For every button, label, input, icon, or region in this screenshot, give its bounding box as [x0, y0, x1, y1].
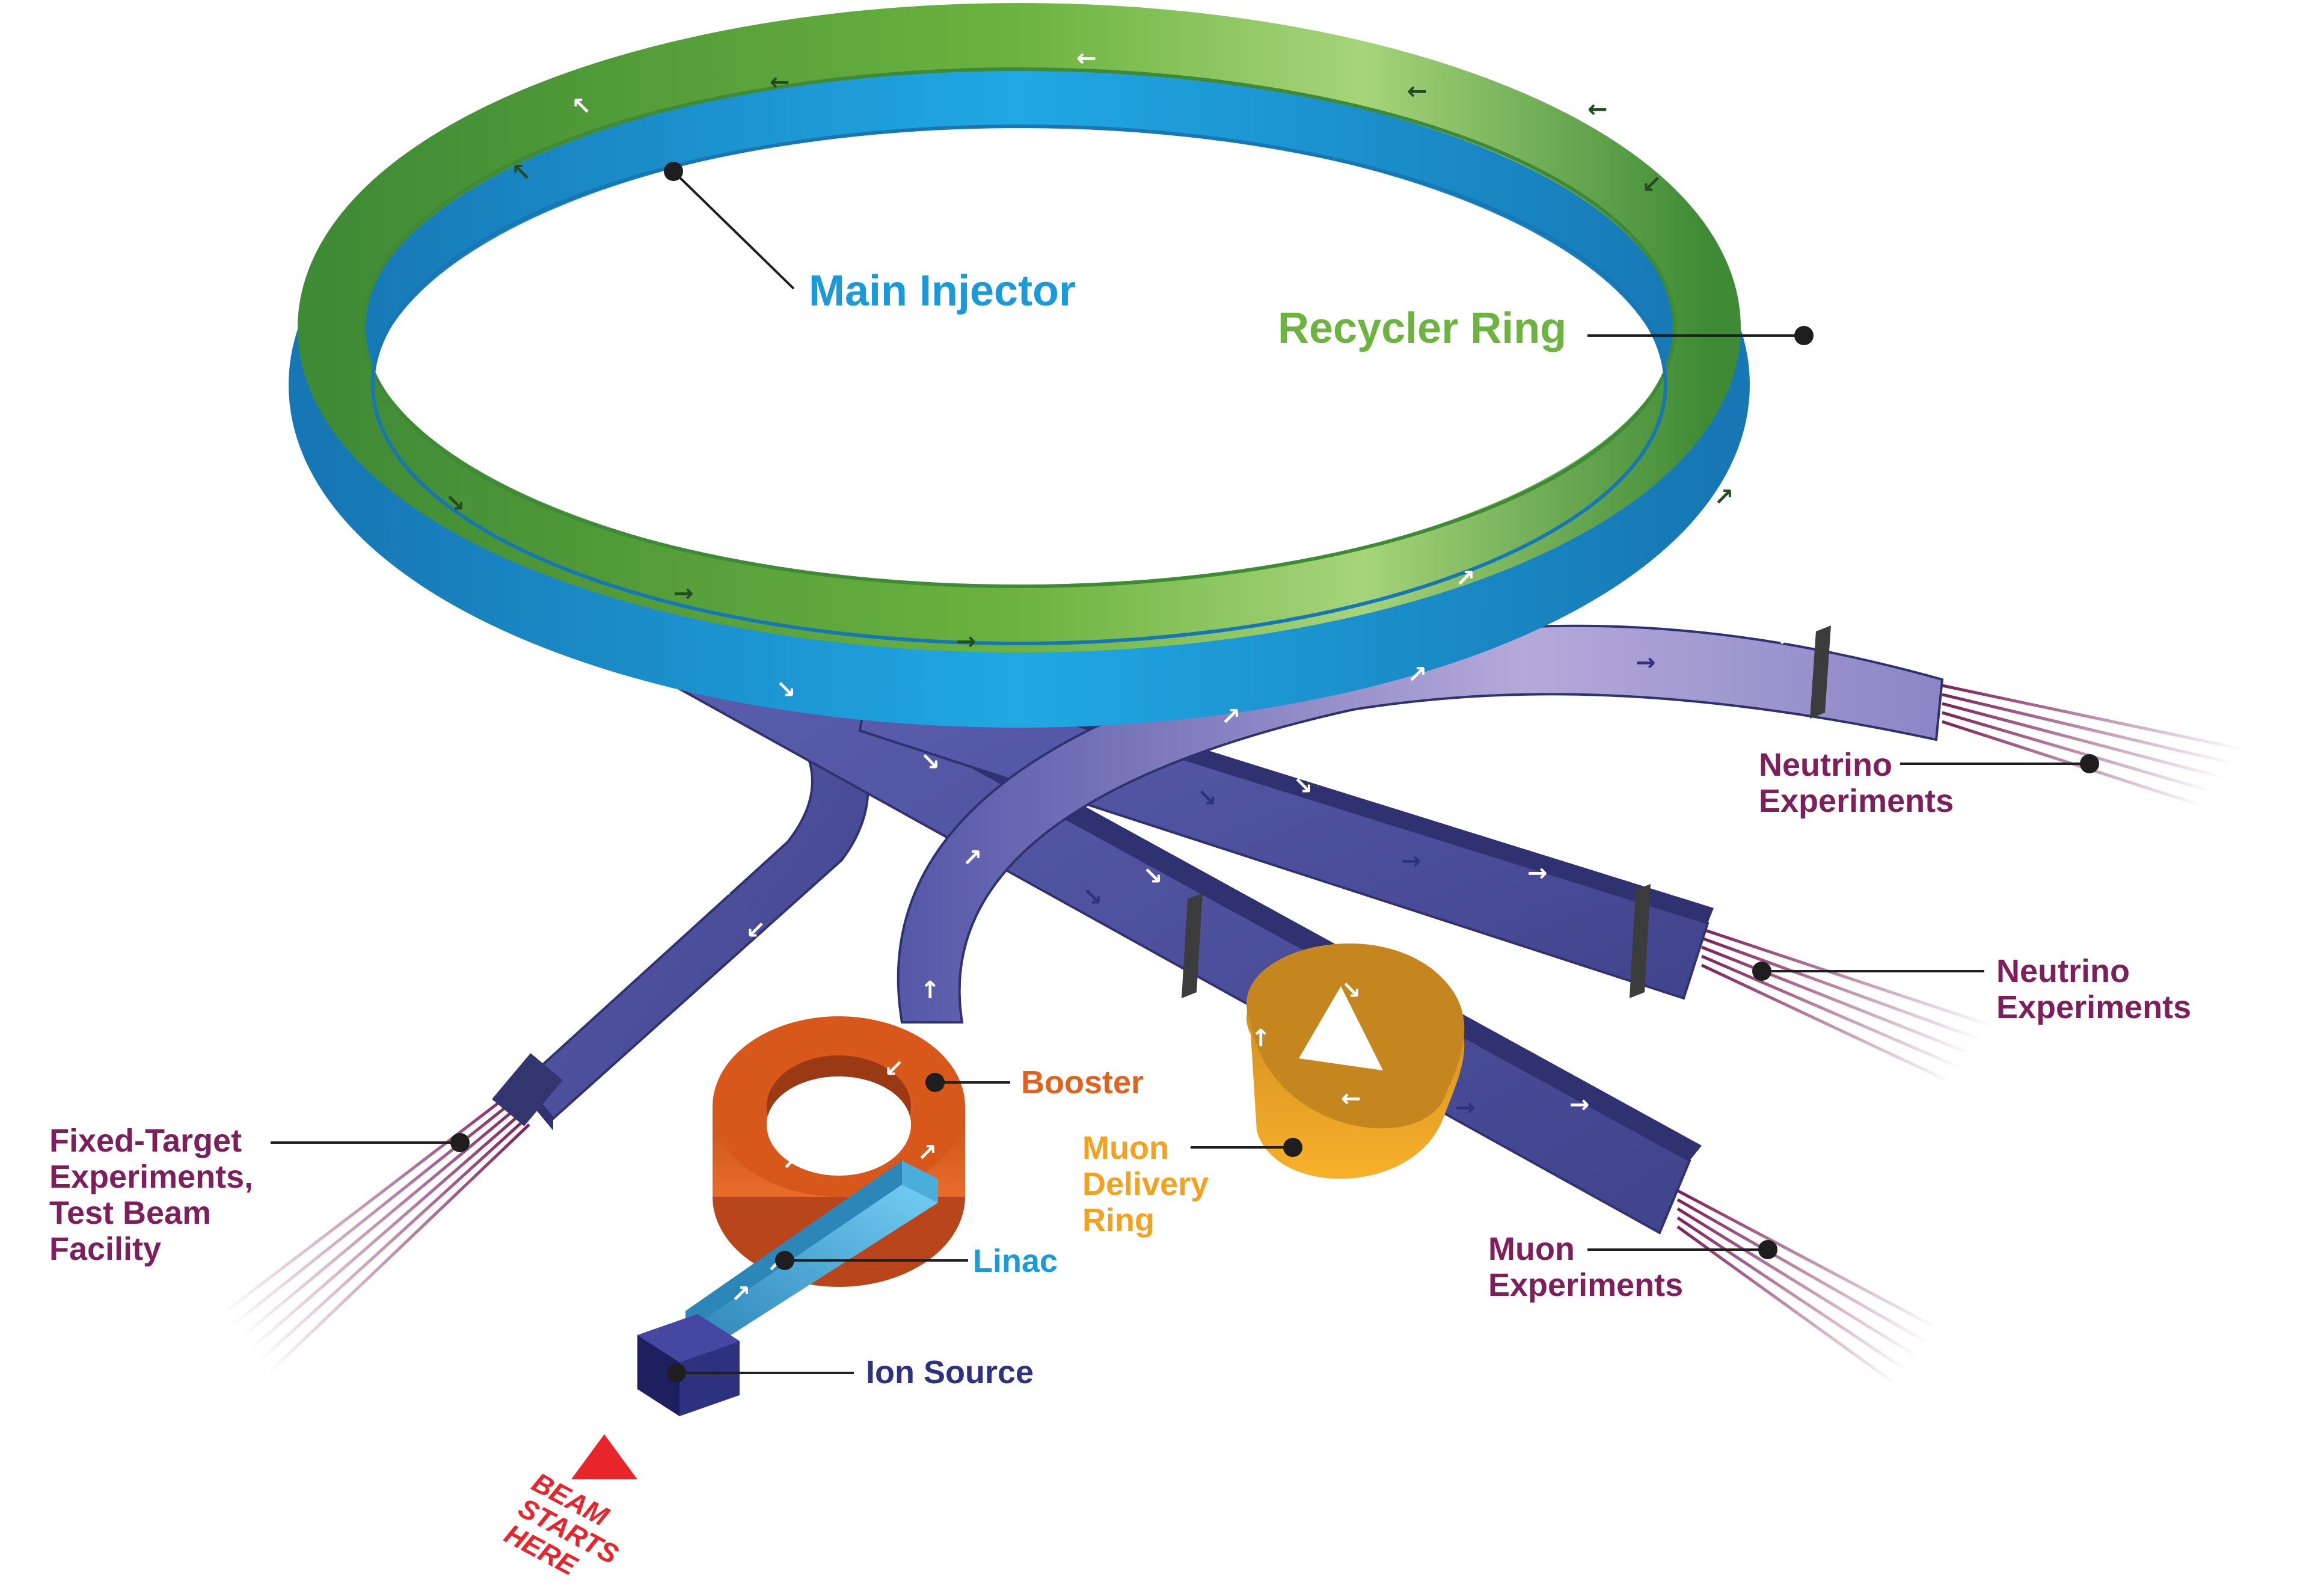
- muon-experiments-line: Muon: [1488, 1231, 1575, 1267]
- arrow-icon: ↗: [731, 1280, 751, 1308]
- arrow-icon: ←: [770, 69, 790, 96]
- ion-source-block: [637, 1314, 740, 1416]
- arrow-icon: ↗: [1744, 399, 1764, 427]
- arrow-icon: ↖: [511, 159, 532, 186]
- arrow-icon: ↘: [1142, 862, 1163, 890]
- neutrino-experiments-line: Experiments: [1759, 783, 1954, 819]
- fixed-target-beam-fan: [221, 1078, 530, 1375]
- fixed-target-line: Test Beam: [49, 1195, 212, 1231]
- linac: [685, 1161, 938, 1341]
- muon-beam-fan: [1676, 1189, 1985, 1415]
- fixed-target-line: Facility: [49, 1231, 162, 1267]
- arrow-icon: ↘: [1341, 977, 1361, 1004]
- muon-delivery-ring-label: Muon Delivery Ring: [1082, 1132, 1209, 1236]
- arrow-icon: ↘: [1293, 772, 1313, 800]
- main-injector-label: Main Injector: [809, 267, 1076, 315]
- arrow-icon: →: [673, 580, 694, 607]
- arrow-icon: ↙: [884, 1055, 904, 1082]
- arrow-icon: ↘: [920, 748, 940, 776]
- neutrino-experiments-upper-label: Neutrino Experiments: [1759, 749, 1954, 817]
- arrow-icon: ↗: [1714, 483, 1734, 511]
- muon-delivery-ring-line: Muon: [1082, 1130, 1169, 1166]
- arrow-icon: ↗: [782, 1148, 802, 1176]
- arrow-icon: ↗: [917, 1139, 937, 1167]
- arrow-icon: ↘: [1082, 883, 1103, 911]
- arrow-icon: →: [1569, 1091, 1590, 1119]
- neutrino-beam-fan-lower: [1700, 927, 2045, 1105]
- arrow-icon: ↗: [1455, 565, 1476, 592]
- arrow-icon: ↗: [962, 844, 983, 872]
- ion-source-label: Ion Source: [866, 1354, 1034, 1390]
- arrow-icon: ↑: [920, 977, 940, 1004]
- recycler-ring: [298, 3, 1741, 652]
- triangle-up-icon: [571, 1434, 637, 1479]
- neutrino-experiments-lower-label: Neutrino Experiments: [1996, 955, 2191, 1024]
- recycler-ring-inner-edge: [362, 67, 1676, 588]
- muon-experiments-label: Muon Experiments: [1488, 1233, 1683, 1301]
- main-ring-group: [289, 3, 1750, 728]
- main-injector-inner-edge: [371, 124, 1667, 645]
- arrow-icon: →: [1768, 625, 1788, 652]
- recycler-ring-label: Recycler Ring: [1278, 304, 1567, 352]
- arrow-icon: ↗: [1407, 661, 1427, 689]
- collimator-plates: [1182, 625, 1831, 998]
- arrow-icon: →: [1401, 847, 1421, 875]
- arrow-icon: ↖: [571, 93, 592, 120]
- arrow-icon: ←: [1076, 45, 1097, 72]
- arrow-icon: ↙: [746, 916, 766, 944]
- arrow-icon: ↘: [776, 676, 796, 704]
- arrow-icon: ↘: [1197, 784, 1217, 812]
- muon-delivery-ring: [1246, 943, 1465, 1179]
- arrow-icon: ↑: [1251, 1025, 1271, 1052]
- leader-lines: [271, 162, 2099, 1383]
- fixed-target-line: Experiments,: [49, 1159, 254, 1195]
- arrow-icon: ↙: [571, 1001, 592, 1028]
- fixed-target-label: Fixed-Target Experiments, Test Beam Faci…: [49, 1125, 253, 1265]
- linac-label: Linac: [973, 1243, 1058, 1279]
- arrow-icon: ↗: [1221, 703, 1241, 731]
- booster-label: Booster: [1021, 1064, 1144, 1100]
- fixed-target-line: Fixed-Target: [49, 1123, 242, 1159]
- booster-ring: [713, 1016, 965, 1287]
- arrow-icon: ←: [1341, 1085, 1361, 1113]
- neutrino-experiments-line: Experiments: [1996, 989, 2192, 1025]
- arrow-icon: →: [1618, 607, 1638, 634]
- arrow-icon: ↙: [1642, 171, 1662, 198]
- arrow-icon: ↘: [445, 490, 465, 517]
- fixed-target-beamline-end: [492, 1053, 563, 1126]
- arrow-icon: →: [1455, 1094, 1476, 1122]
- muon-delivery-ring-line: Ring: [1082, 1202, 1154, 1238]
- arrow-icon: ←: [1587, 96, 1608, 123]
- neutrino-experiments-line: Neutrino: [1759, 747, 1892, 783]
- arrow-icon: ↘: [421, 417, 441, 445]
- muon-delivery-ring-line: Delivery: [1082, 1166, 1209, 1202]
- neutrino-beam-fan-upper: [1942, 684, 2298, 823]
- arrow-icon: →: [956, 628, 977, 655]
- arrow-icon: →: [1636, 649, 1656, 677]
- muon-experiments-line: Experiments: [1488, 1267, 1684, 1303]
- neutrino-experiments-line: Neutrino: [1996, 953, 2130, 989]
- accelerator-diagram: ← ← ← ← ↖ ↖ ↙ ↘ ↘ → → ↗ ↗ ↗ → → → ↗ ↗ ↗ …: [221, 3, 2298, 1479]
- neutrino-upper-beamline: [897, 624, 1944, 1024]
- arrow-icon: ↙: [719, 874, 739, 902]
- flow-arrows: ← ← ← ← ↖ ↖ ↙ ↘ ↘ → → ↗ ↗ ↗ → → → ↗ ↗ ↗ …: [421, 45, 1788, 1308]
- arrow-icon: ←: [1407, 78, 1427, 105]
- arrow-icon: →: [1527, 859, 1548, 887]
